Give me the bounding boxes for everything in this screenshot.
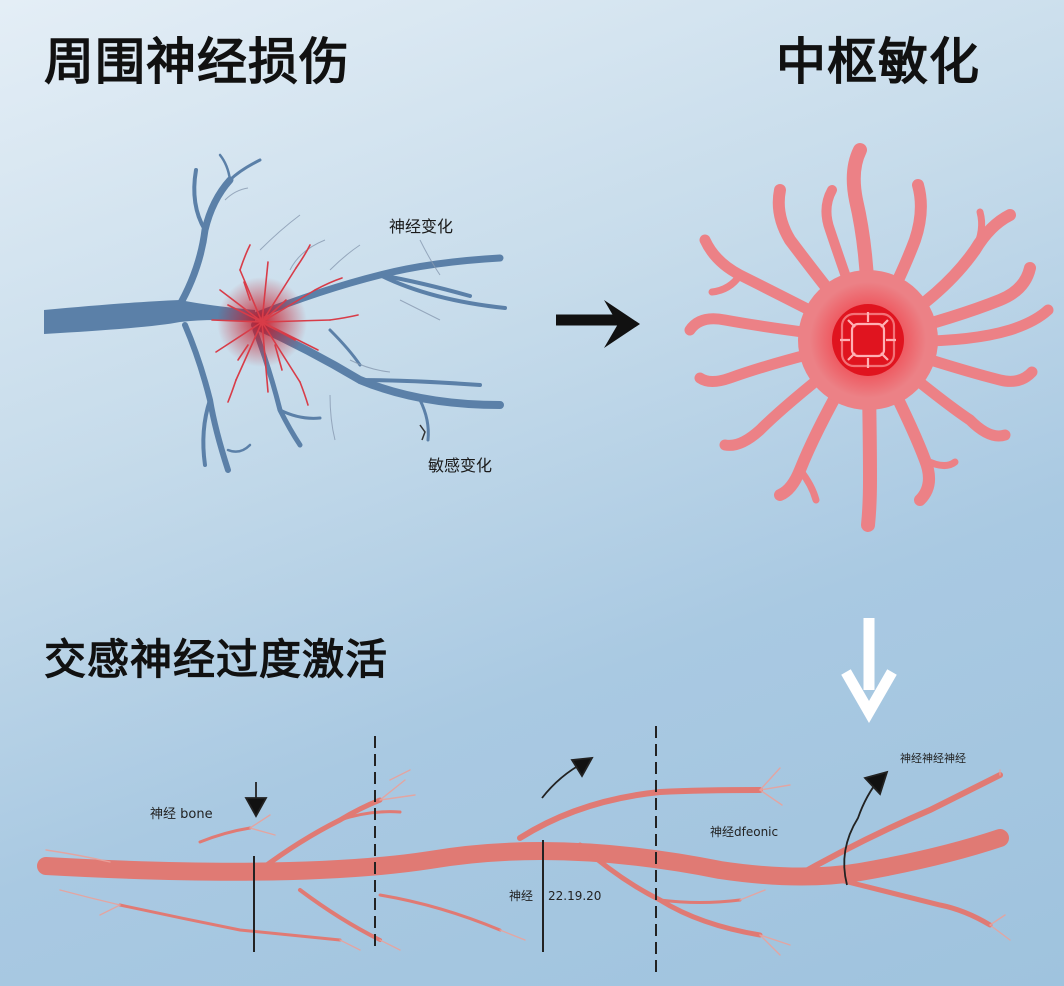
sympathetic-label-mid: 神经dfeonic xyxy=(710,825,778,839)
sympathetic-label-top-right: 神经神经神经 xyxy=(900,751,966,765)
sympathetic-fibers xyxy=(46,726,1010,975)
sympathetic-label-bottom: 神经 xyxy=(509,889,533,903)
down-arrow-icon xyxy=(846,618,892,712)
right-arrow-icon xyxy=(556,300,640,348)
sensitized-neuron xyxy=(690,150,1048,525)
sensitivity-change-label: 敏感变化 xyxy=(428,456,492,475)
sympathetic-label-left: 神经 bone xyxy=(150,807,213,822)
sympathetic-label-bottom-num: 22.19.20 xyxy=(548,889,601,903)
nerve-change-label: 神经变化 xyxy=(389,217,453,236)
peripheral-nerve-tree xyxy=(44,155,505,470)
